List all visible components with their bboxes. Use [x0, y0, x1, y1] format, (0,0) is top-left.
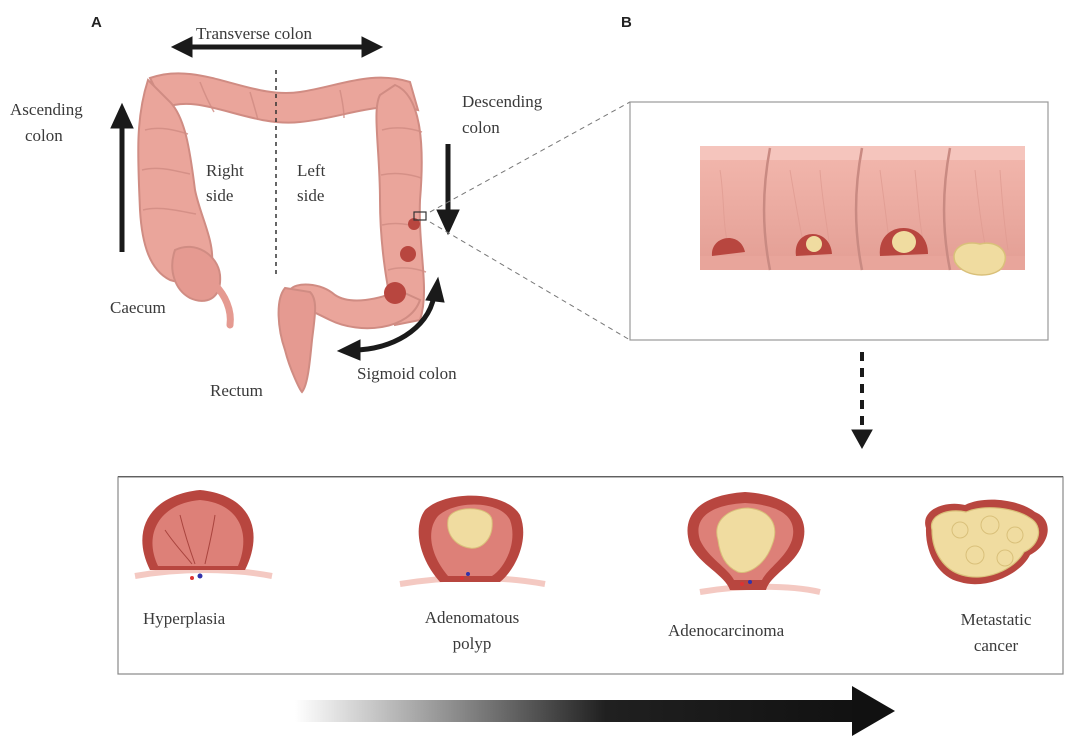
left-side-label-line1: Left — [297, 161, 325, 181]
colon-polyp-2 — [400, 246, 416, 262]
stage-label-adenocarcinoma: Adenocarcinoma — [668, 621, 784, 641]
ascending-colon-label-line1: Ascending — [10, 100, 83, 120]
stage-label-hyperplasia: Hyperplasia — [143, 609, 225, 629]
colon-section — [700, 146, 1025, 275]
progression-arrow — [295, 686, 895, 736]
descending-arrow — [437, 144, 459, 234]
caecum-label: Caecum — [110, 298, 166, 318]
stage-label-adenomatous-line2: polyp — [453, 634, 492, 654]
section-tumor — [954, 243, 1005, 275]
colon-polyp-3 — [384, 282, 406, 304]
appendix — [215, 285, 230, 325]
stage-label-metastatic-line1: Metastatic — [961, 610, 1032, 630]
stage-label-metastatic-line2: cancer — [974, 636, 1018, 656]
panel-label-a: A — [91, 14, 102, 31]
rectum — [279, 288, 316, 392]
right-side-label-line2: side — [206, 186, 233, 206]
down-arrow — [852, 352, 872, 448]
zoom-line-top — [430, 102, 630, 212]
transverse-colon-label: Transverse colon — [196, 24, 312, 44]
ascending-arrow — [111, 104, 133, 252]
left-side-label-line2: side — [297, 186, 324, 206]
descending-colon-label-line1: Descending — [462, 92, 542, 112]
descending-colon-label-line2: colon — [462, 118, 500, 138]
ascending-colon-label-line2: colon — [25, 126, 63, 146]
sigmoid-colon-label: Sigmoid colon — [357, 364, 457, 384]
rectum-label: Rectum — [210, 381, 263, 401]
panel-label-b: B — [621, 14, 632, 31]
stage-label-adenomatous-line1: Adenomatous — [425, 608, 519, 628]
zoom-line-bottom — [430, 222, 630, 340]
right-side-label-line1: Right — [206, 161, 244, 181]
